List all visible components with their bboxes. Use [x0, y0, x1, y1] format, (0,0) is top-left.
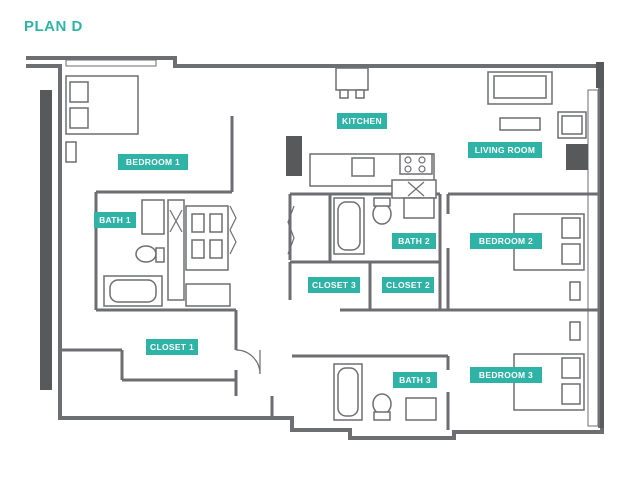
label-bath3: BATH 3: [393, 372, 437, 388]
label-bath1: BATH 1: [94, 212, 136, 228]
label-bath2: BATH 2: [392, 233, 436, 249]
bath2-fixtures: [333, 197, 435, 255]
label-bedroom3: BEDROOM 3: [470, 367, 542, 383]
label-bedroom2-text: BEDROOM 2: [479, 236, 533, 246]
label-bath2-text: BATH 2: [398, 236, 430, 246]
label-closet1-text: CLOSET 1: [150, 342, 194, 352]
label-bedroom1: BEDROOM 1: [118, 154, 188, 170]
bedroom2-furniture: [513, 213, 585, 301]
outer-walls: [26, 56, 604, 440]
kitchen-fixtures: [286, 67, 437, 199]
label-bedroom1-text: BEDROOM 1: [126, 157, 180, 167]
living-room-furniture: [487, 71, 588, 170]
interior-walls: [60, 116, 598, 430]
label-bath1-text: BATH 1: [99, 215, 131, 225]
bath3-fixtures: [333, 363, 437, 421]
doors: [229, 205, 295, 375]
label-kitchen-text: KITCHEN: [342, 116, 382, 126]
label-living-room: LIVING ROOM: [468, 142, 542, 158]
bath1-fixtures: [103, 199, 231, 307]
label-bath3-text: BATH 3: [399, 375, 431, 385]
label-bedroom3-text: BEDROOM 3: [479, 370, 533, 380]
label-living-room-text: LIVING ROOM: [475, 145, 535, 155]
label-closet2: CLOSET 2: [382, 277, 434, 293]
label-closet2-text: CLOSET 2: [386, 280, 430, 290]
label-closet1: CLOSET 1: [146, 339, 198, 355]
label-kitchen: KITCHEN: [337, 113, 387, 129]
label-closet3: CLOSET 3: [308, 277, 360, 293]
label-bedroom2: BEDROOM 2: [470, 233, 542, 249]
label-closet3-text: CLOSET 3: [312, 280, 356, 290]
bedroom1-furniture: [65, 75, 139, 163]
bedroom3-furniture: [513, 321, 585, 411]
plan-title: PLAN D: [24, 18, 83, 35]
